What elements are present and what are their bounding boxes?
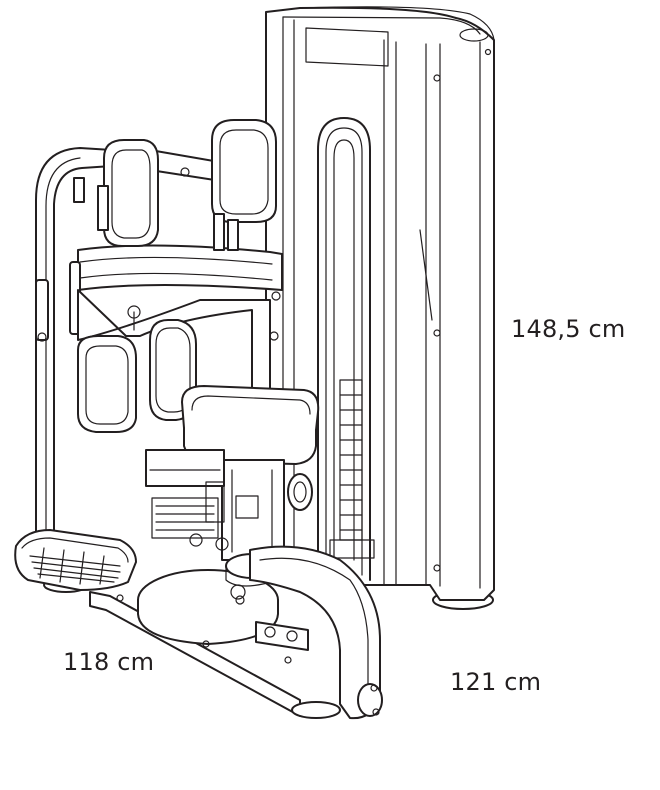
rotating-base [89,545,383,720]
adjustment-mechanism [151,481,229,551]
foot-rest [14,529,137,593]
seat-column [221,459,285,561]
pulley [287,473,313,511]
height-dimension-label: 148,5 cm [511,315,626,343]
upper-pads [73,119,277,251]
depth-dimension-label: 118 cm [63,648,155,676]
foot-plate-grip [29,547,121,585]
chest-pad [77,335,137,433]
guide-window [317,117,371,581]
foot-plate [14,529,137,591]
weight-stack-tower [265,6,495,610]
crossbar [77,244,283,291]
left-shoulder-pad [103,139,159,247]
seat-assembly [77,319,320,561]
tower-body [265,6,495,601]
width-dimension-label: 121 cm [450,668,542,696]
weight-plates [329,379,375,559]
